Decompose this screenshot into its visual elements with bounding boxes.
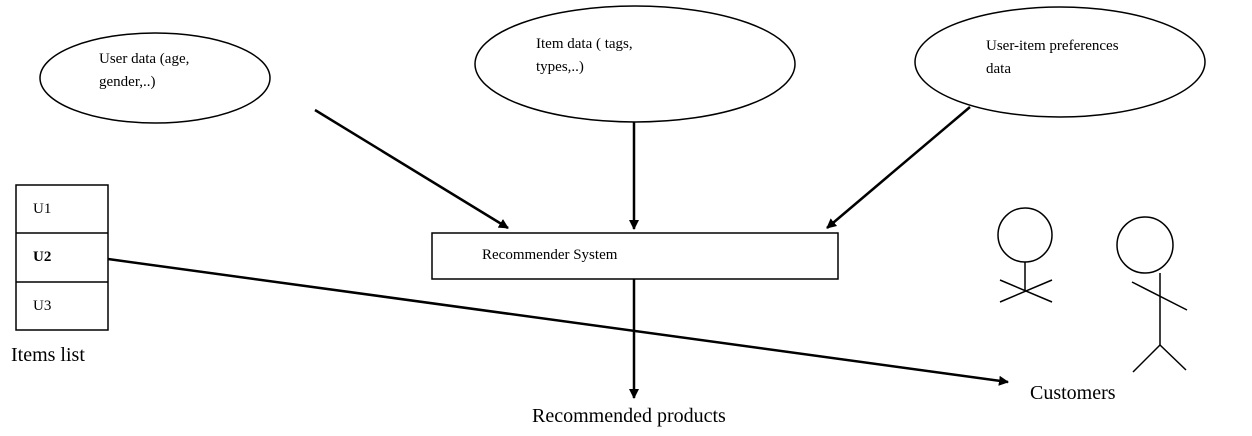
arrow-user-item-to-recommender — [826, 106, 971, 229]
items-list-label: Items list — [11, 344, 85, 366]
user-data-ellipse — [39, 32, 271, 124]
customer-figure-right — [1116, 216, 1188, 373]
user-item-data-ellipse — [914, 6, 1206, 118]
arrow-items-to-customers — [107, 257, 1009, 386]
items-list-row-u3: U3 — [33, 298, 52, 314]
user-data-label: User data (age, gender,..) — [99, 51, 190, 91]
item-data-label: Item data ( tags, types,..) — [536, 36, 633, 76]
customer-figure-left — [997, 207, 1053, 303]
recommender-label: Recommender System — [482, 247, 618, 263]
user-item-data-label: User-item preferences data — [986, 38, 1119, 78]
customers-label: Customers — [1030, 382, 1116, 404]
recommended-products-label: Recommended products — [532, 405, 726, 427]
items-list-table — [15, 184, 109, 331]
recommender-box — [431, 232, 839, 280]
arrow-user-data-to-recommender — [314, 108, 509, 230]
items-list-row-u1: U1 — [33, 201, 52, 217]
items-list-row-u2: U2 — [33, 249, 52, 265]
